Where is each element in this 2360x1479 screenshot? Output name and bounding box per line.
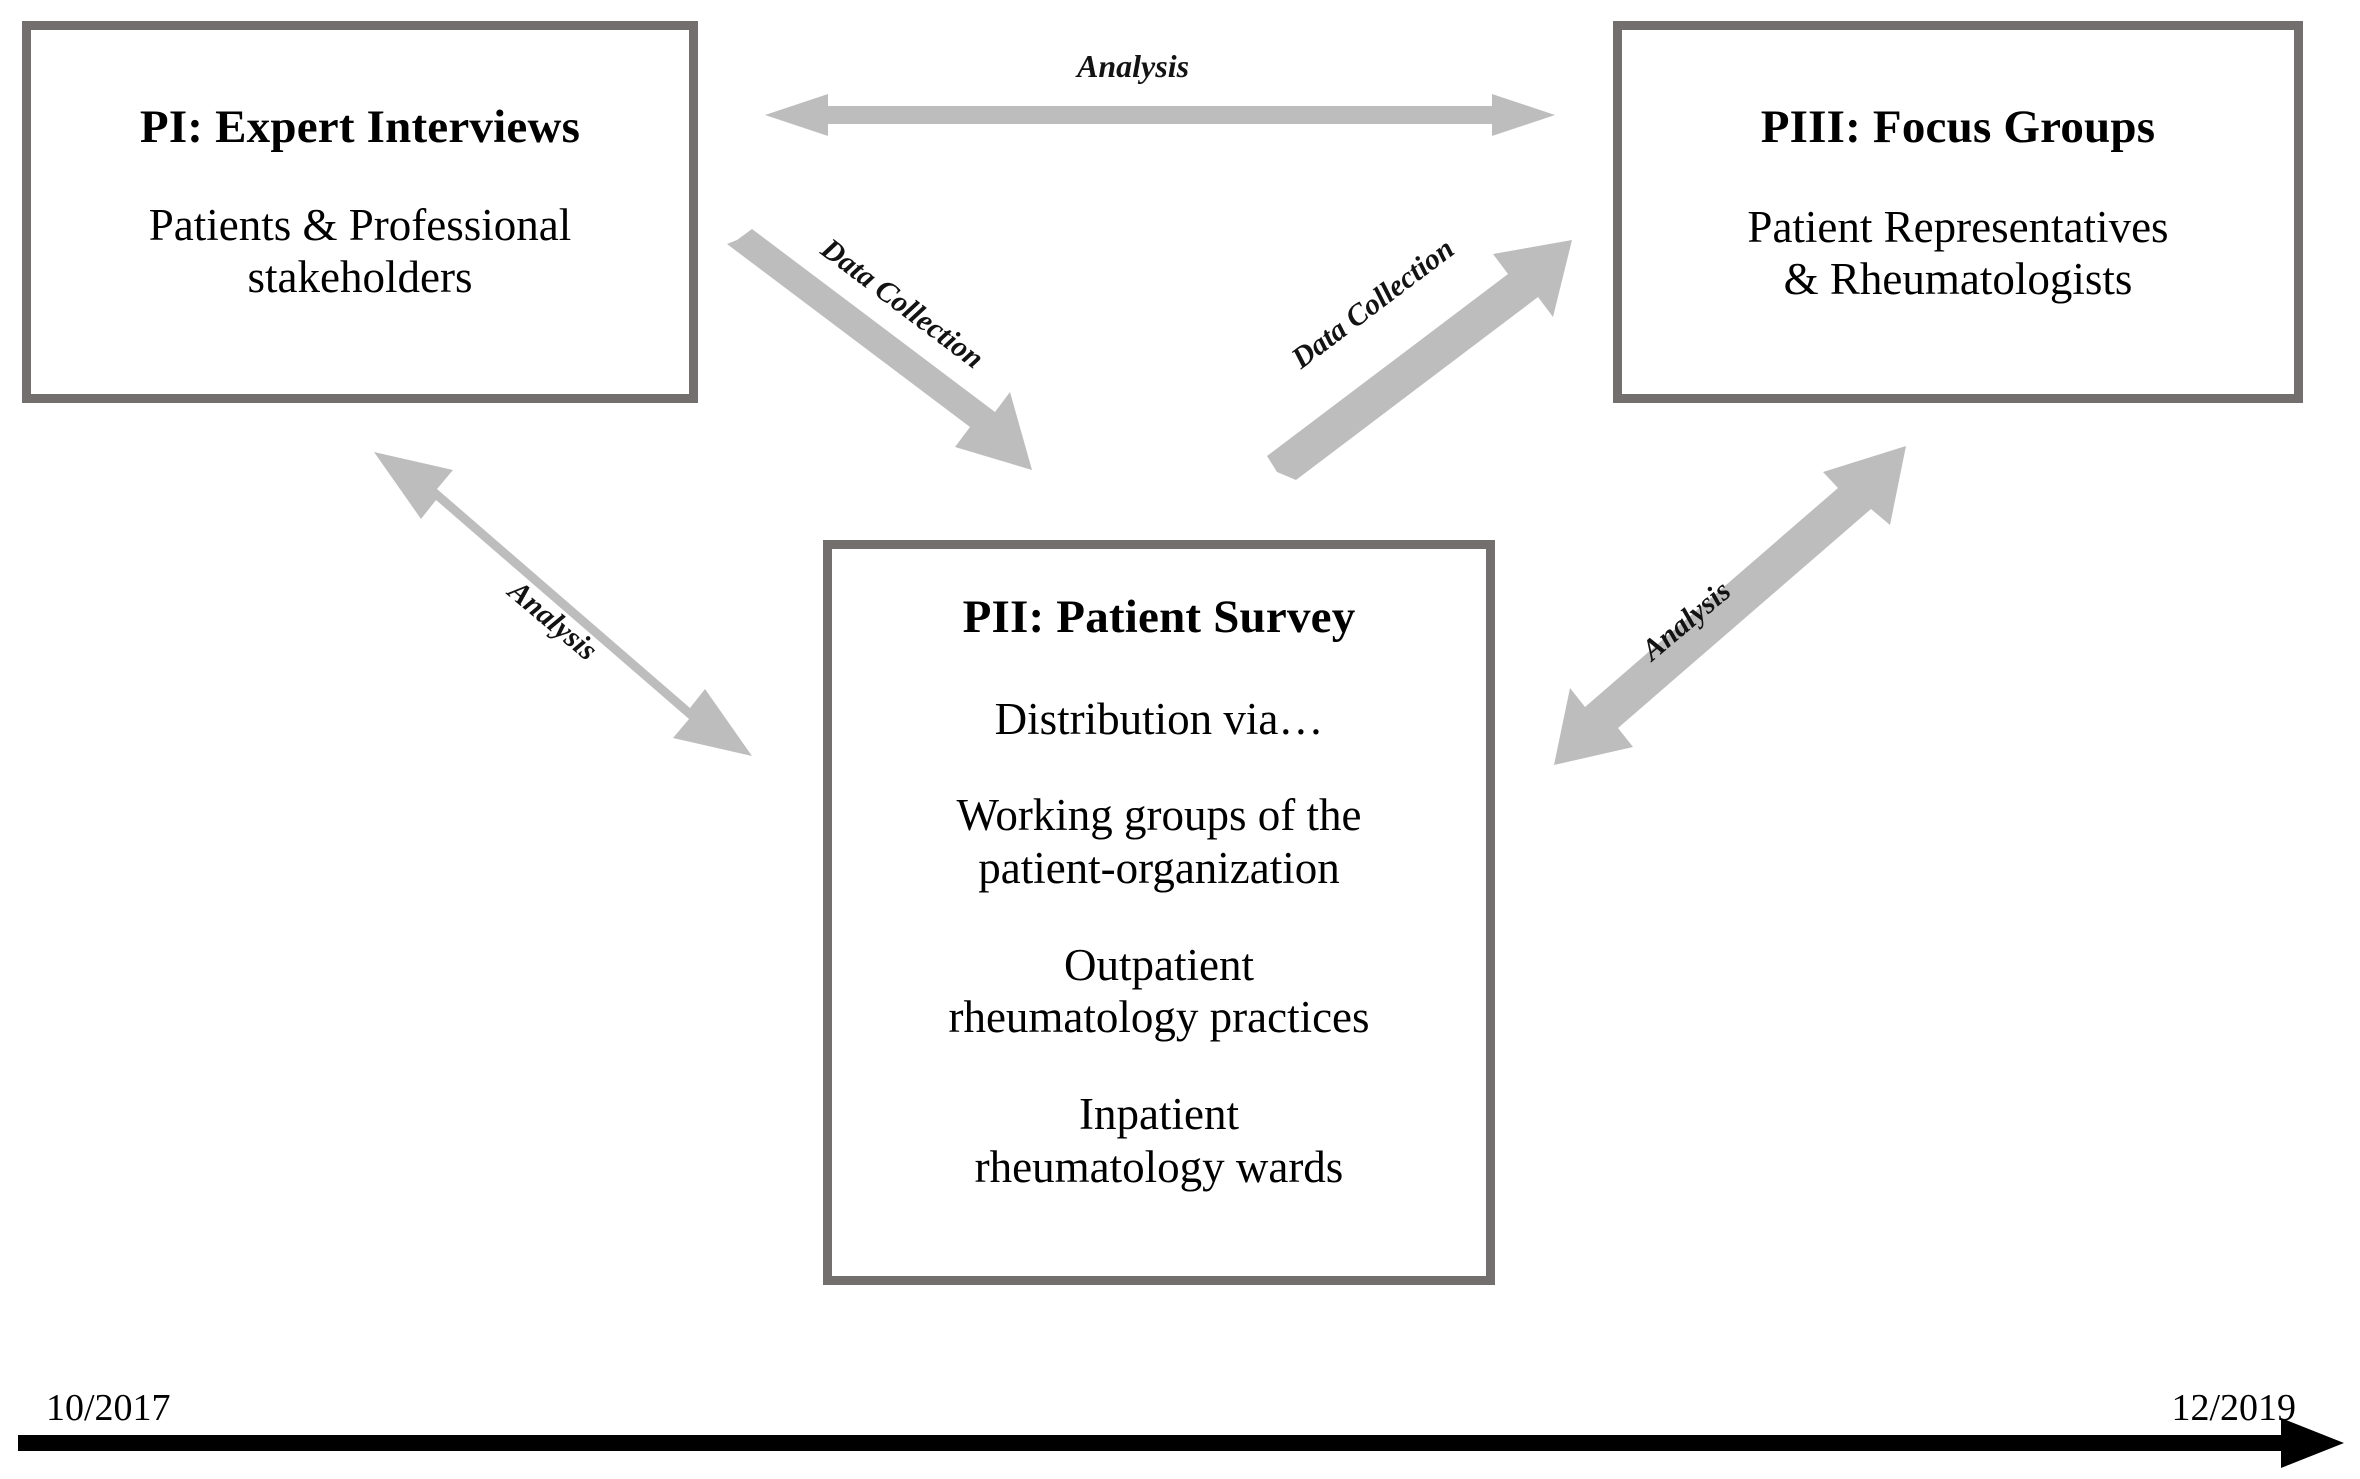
- timeline-end-label: 12/2019: [2171, 1387, 2296, 1429]
- box-pii[interactable]: PII: Patient Survey Distribution via… Wo…: [823, 540, 1495, 1285]
- box-pii-outpatient-line-2: rheumatology practices: [948, 992, 1370, 1043]
- timeline-start-label: 10/2017: [46, 1387, 171, 1429]
- arrow-analysis-top: [765, 94, 1555, 136]
- box-pii-outpatient-line-1: Outpatient: [1064, 939, 1254, 990]
- box-pii-distribution-line-1: Distribution via…: [994, 693, 1324, 744]
- box-piii-line-1: Patient Representatives: [1747, 201, 2169, 252]
- arrow-analysis-left: [374, 452, 752, 756]
- arrow-label-analysis-right: Analysis: [1635, 574, 1738, 668]
- box-piii[interactable]: PIII: Focus Groups Patient Representativ…: [1613, 21, 2303, 403]
- box-pii-group-outpatient: Outpatient rheumatology practices: [948, 939, 1369, 1044]
- box-pi[interactable]: PI: Expert Interviews Patients & Profess…: [22, 21, 698, 403]
- box-piii-title: PIII: Focus Groups: [1760, 101, 2156, 153]
- box-pi-line-2: stakeholders: [247, 252, 473, 303]
- arrow-label-analysis-left: Analysis: [502, 574, 604, 668]
- box-pii-working-groups-line-2: patient-organization: [978, 843, 1340, 894]
- box-piii-line-2: & Rheumatologists: [1783, 254, 2133, 305]
- box-pii-group-inpatient: Inpatient rheumatology wards: [975, 1088, 1344, 1193]
- timeline-arrow-shape: [18, 1418, 2344, 1468]
- box-pii-working-groups-line-1: Working groups of the: [956, 790, 1362, 841]
- arrow-label-data-collection-left: Data Collection: [814, 231, 990, 376]
- timeline-axis: [18, 1418, 2344, 1468]
- box-pii-group-distribution: Distribution via…: [995, 693, 1324, 746]
- box-pi-title: PI: Expert Interviews: [139, 101, 581, 153]
- box-pii-title: PII: Patient Survey: [962, 591, 1356, 643]
- arrow-label-data-collection-right: Data Collection: [1285, 231, 1461, 376]
- arrow-label-analysis-top: Analysis: [1077, 48, 1190, 84]
- box-pi-line-1: Patients & Professional: [148, 199, 572, 250]
- box-pii-inpatient-line-2: rheumatology wards: [974, 1141, 1344, 1192]
- box-pii-inpatient-line-1: Inpatient: [1079, 1088, 1239, 1139]
- box-pii-group-working-groups: Working groups of the patient-organizati…: [956, 789, 1361, 894]
